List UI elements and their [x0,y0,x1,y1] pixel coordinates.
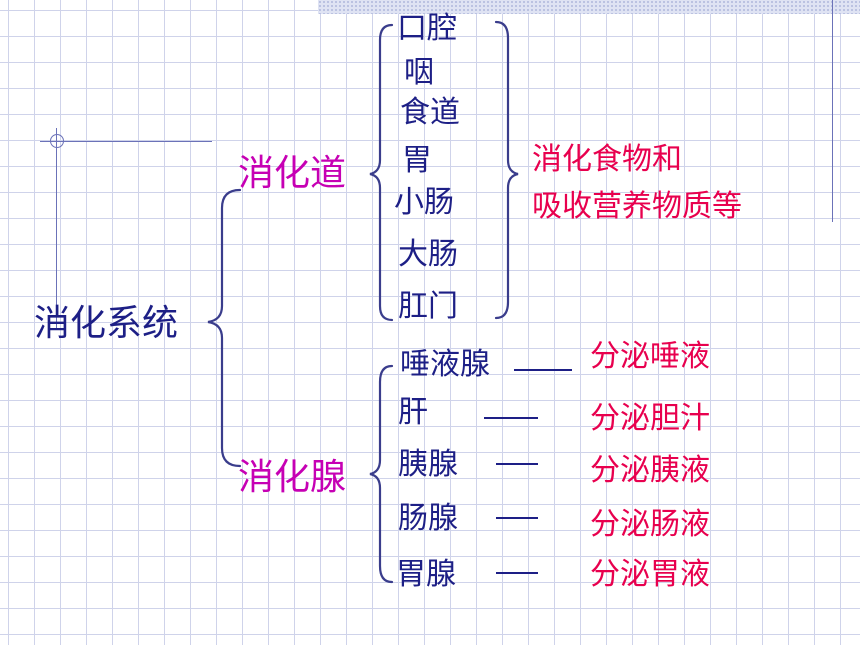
organ-large-intestine: 大肠 [398,237,458,272]
top-decoration-band [318,0,860,14]
decor-horizontal-line-left [40,141,212,142]
gland-intestinal: 肠腺 [398,501,458,536]
secretion-saliva: 分泌唾液 [590,339,710,374]
tract-brace-left [369,23,394,322]
decor-vertical-line-right [832,0,833,222]
gland-pancreas: 胰腺 [398,447,458,482]
decor-circle [50,134,64,148]
organ-pharynx: 咽 [404,55,434,90]
secretion-bile: 分泌胆汁 [590,401,710,436]
gland-brace [369,364,394,584]
gland-liver: 肝 [398,395,428,430]
gland-salivary: 唾液腺 [400,347,490,382]
organ-anus: 肛门 [398,289,458,324]
decor-vertical-line-left [56,128,57,328]
gland-gastric: 胃腺 [396,557,456,592]
tract-brace-right [494,20,519,320]
system-label: 消化系统 [34,303,179,344]
tract-function-line2: 吸收营养物质等 [532,189,742,224]
organ-small-intestine: 小肠 [394,185,454,220]
tract-title: 消化道 [238,153,347,194]
secretion-pancreatic-juice: 分泌胰液 [590,453,710,488]
gland-title: 消化腺 [238,457,347,498]
organ-mouth: 口腔 [397,11,457,46]
main-brace [207,188,242,468]
organ-stomach: 胃 [402,143,432,178]
secretion-gastric-juice: 分泌胃液 [590,557,710,592]
secretion-intestinal-juice: 分泌肠液 [590,507,710,542]
tract-function-line1: 消化食物和 [532,142,682,177]
organ-esophagus: 食道 [400,95,460,130]
